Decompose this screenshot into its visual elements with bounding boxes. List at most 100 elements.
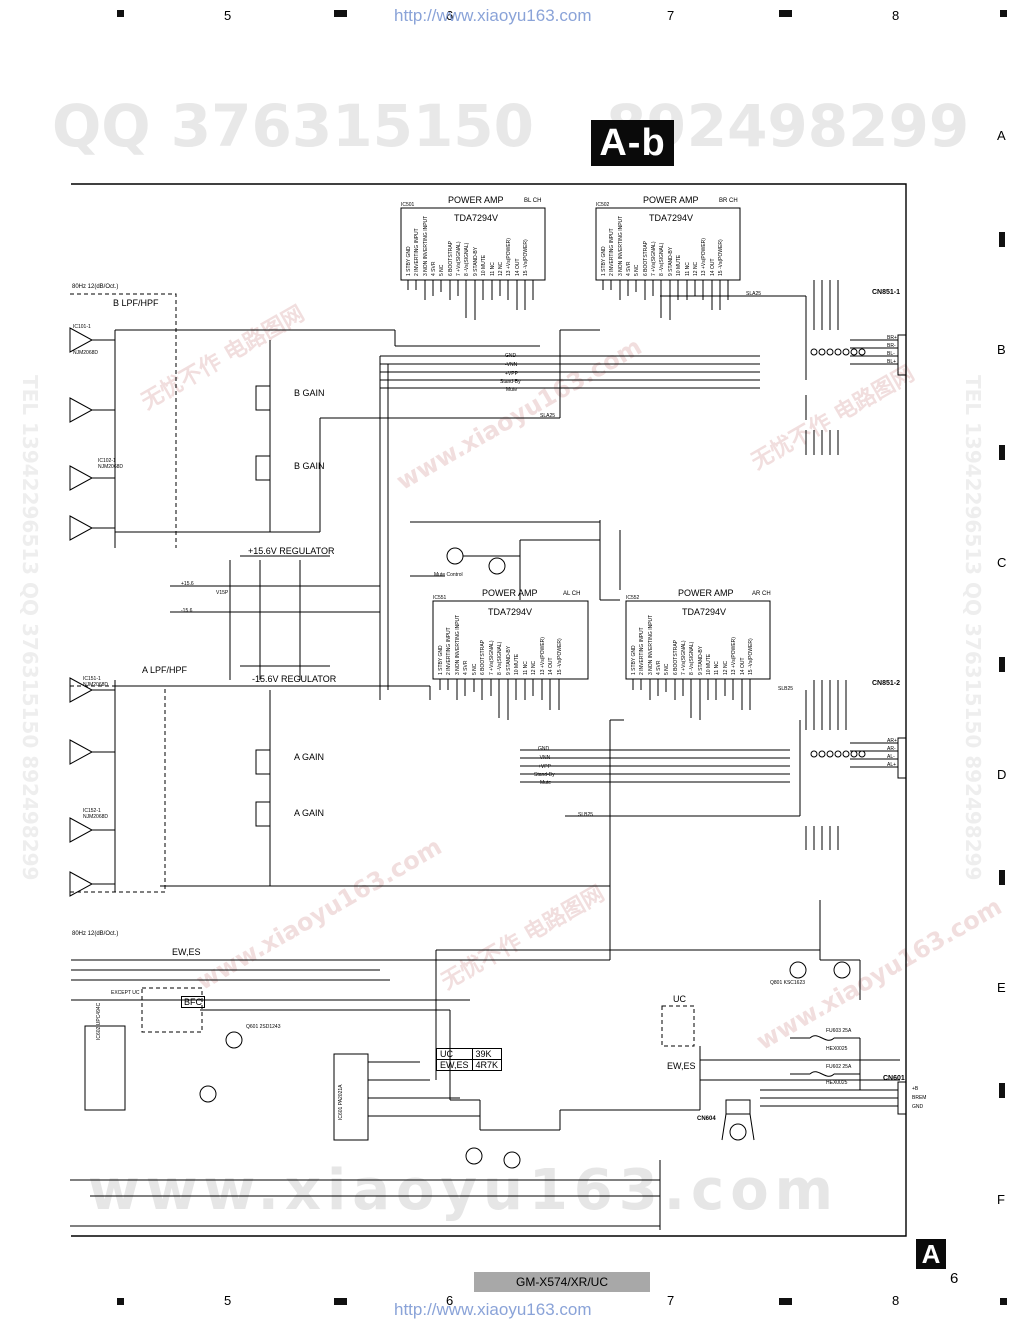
- amp-ar-ch: AR CH: [752, 591, 771, 597]
- amp-bl-ch: BL CH: [524, 198, 542, 204]
- svg-text:15 -Vs(POWER): 15 -Vs(POWER): [748, 638, 754, 675]
- svg-text:1 STBY GND: 1 STBY GND: [631, 645, 637, 675]
- b-lpf-hpf-label: B LPF/HPF: [113, 298, 159, 308]
- row-letter-d: D: [997, 767, 1007, 782]
- fuse-603-label: FU603 25A: [826, 1028, 852, 1034]
- slb25-label: SLB25: [578, 812, 594, 818]
- cn851-2-pin-3: AL-: [887, 754, 895, 760]
- bottom-watermark: www.xiaoyu163.com: [88, 1158, 840, 1223]
- amp-br-part: TDA7294V: [649, 213, 694, 223]
- column-number: 5: [224, 8, 232, 23]
- bus-vpp-2: +VPP: [538, 764, 551, 770]
- svg-text:6 BOOTSTRAP: 6 BOOTSTRAP: [448, 240, 454, 276]
- amp-al-part: TDA7294V: [488, 607, 533, 617]
- cn851-1-pin-4: BL+: [887, 359, 897, 365]
- page-number: 9: [950, 1269, 959, 1286]
- svg-text:9 STAND-BY: 9 STAND-BY: [473, 246, 479, 276]
- svg-text:1 STBY GND: 1 STBY GND: [406, 246, 412, 276]
- row-letter-f: F: [997, 1192, 1005, 1207]
- svg-text:7 +Vs(SIGNAL): 7 +Vs(SIGNAL): [681, 640, 687, 675]
- cn601-label: CN601: [883, 1075, 905, 1082]
- grid-marker: [117, 1298, 124, 1305]
- cn601-pin-2: BREM: [912, 1095, 927, 1101]
- amp-ar-title: POWER AMP: [678, 588, 734, 598]
- svg-text:11 NC: 11 NC: [523, 661, 529, 675]
- grid-marker: [334, 1298, 347, 1305]
- svg-text:13 +Vs(POWER): 13 +Vs(POWER): [506, 238, 512, 276]
- row-letter-c: C: [997, 555, 1007, 570]
- cn851-1-pin-2: BR-: [887, 343, 896, 349]
- fuse-602-label: FU602 25A: [826, 1064, 852, 1070]
- grid-marker: [117, 10, 124, 17]
- cn851-2-label: CN851-2: [872, 680, 901, 687]
- q801-label: Q801 KSC1623: [770, 980, 806, 986]
- bus-gnd: GND: [505, 353, 517, 359]
- column-number: 7: [667, 8, 675, 23]
- ew-es-right-label: EW,ES: [667, 1061, 696, 1071]
- row-letter-e: E: [997, 980, 1006, 995]
- svg-text:2 INVERTING INPUT: 2 INVERTING INPUT: [414, 228, 420, 276]
- amp-al-ref: IC551: [433, 595, 447, 601]
- ic152-part: NJM2068D: [83, 814, 109, 820]
- v15n-label: -15.6: [181, 608, 193, 614]
- svg-text:9 STAND-BY: 9 STAND-BY: [668, 246, 674, 276]
- svg-text:14 OUT: 14 OUT: [515, 258, 521, 276]
- bfc-label: BFC: [181, 996, 205, 1008]
- svg-text:3 NON INVERTING INPUT: 3 NON INVERTING INPUT: [423, 216, 429, 276]
- svg-text:7 +Vs(SIGNAL): 7 +Vs(SIGNAL): [456, 241, 462, 276]
- section-title-badge: A-b: [591, 120, 674, 166]
- svg-text:12 NC: 12 NC: [723, 660, 729, 675]
- column-number: 5: [224, 1293, 232, 1308]
- ic102-part: NJM2068D: [98, 464, 124, 470]
- bus-vpp: +VPP: [505, 371, 518, 377]
- svg-text:5 NC: 5 NC: [472, 663, 478, 675]
- ic102-label: IC102-1: [98, 458, 116, 464]
- svg-text:13 +Vs(POWER): 13 +Vs(POWER): [701, 238, 707, 276]
- ic151-part: NJM2068D: [83, 682, 109, 688]
- q601-label: Q601 2SD1243: [246, 1024, 281, 1030]
- cn604-label: CN604: [697, 1116, 716, 1122]
- a-gain-label-1: A GAIN: [294, 752, 325, 762]
- amp-bl-ref: IC501: [401, 202, 415, 208]
- amp-bl-title: POWER AMP: [448, 195, 504, 205]
- svg-text:5 NC: 5 NC: [634, 264, 640, 276]
- svg-text:4 SVR: 4 SVR: [431, 261, 437, 276]
- regulator-neg-label: -15.6V REGULATOR: [252, 674, 337, 684]
- svg-text:12 NC: 12 NC: [531, 660, 537, 675]
- amp-br-ref: IC502: [596, 202, 610, 208]
- svg-text:10 MUTE: 10 MUTE: [676, 254, 682, 276]
- uc-resistor-table: UC 39K EW,ES 4R7K: [436, 1048, 503, 1071]
- svg-text:14 OUT: 14 OUT: [548, 657, 554, 675]
- svg-text:8 -Vs(SIGNAL): 8 -Vs(SIGNAL): [497, 641, 503, 675]
- section-badge-a: A: [916, 1239, 946, 1269]
- grid-marker: [334, 10, 347, 17]
- bottom-url-link[interactable]: http://www.xiaoyu163.com: [394, 1300, 592, 1319]
- bus-standby: Stand-By: [500, 379, 521, 385]
- model-label: GM-X574/XR/UC: [474, 1272, 650, 1292]
- bus-mute-2: Mute: [540, 780, 552, 786]
- ic151-label: IC151-1: [83, 676, 101, 682]
- column-number: 8: [892, 8, 900, 23]
- svg-text:4 SVR: 4 SVR: [656, 660, 662, 675]
- amp-ar-part: TDA7294V: [682, 607, 727, 617]
- filter-bottom-label: 80Hz 12(dB/Oct.): [72, 931, 119, 937]
- bus-standby-2: Stand-By: [534, 772, 555, 778]
- svg-text:7 +Vs(SIGNAL): 7 +Vs(SIGNAL): [489, 640, 495, 675]
- row-marker: [999, 1083, 1005, 1098]
- top-url-link[interactable]: http://www.xiaoyu163.com: [394, 6, 592, 25]
- svg-text:8 -Vs(SIGNAL): 8 -Vs(SIGNAL): [464, 242, 470, 276]
- cn851-2-pin-2: AR-: [887, 746, 896, 752]
- bus-gnd-2: GND: [538, 746, 550, 752]
- sla25-label: SLA25: [540, 413, 556, 419]
- column-number: 6: [446, 8, 454, 23]
- svg-text:6 BOOTSTRAP: 6 BOOTSTRAP: [673, 639, 679, 675]
- ic101-label: IC101-1: [73, 324, 91, 330]
- ic152-label: IC152-1: [83, 808, 101, 814]
- a-gain-label-2: A GAIN: [294, 808, 325, 818]
- svg-text:4 SVR: 4 SVR: [626, 261, 632, 276]
- svg-text:1 STBY GND: 1 STBY GND: [601, 246, 607, 276]
- fuse-602-hex: HEX0025: [826, 1080, 848, 1086]
- svg-text:5 NC: 5 NC: [664, 663, 670, 675]
- table-cell: UC: [436, 1048, 473, 1060]
